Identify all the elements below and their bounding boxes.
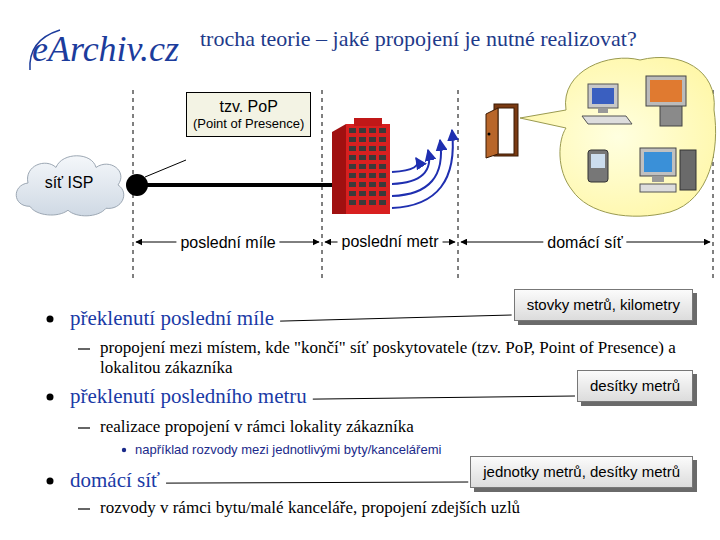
box-text: stovky metrů, kilometry [527, 296, 680, 314]
box-text: tzv. PoP [193, 97, 304, 116]
bullet-heading: domácí síť [70, 468, 160, 493]
distance-box: desítky metrů [577, 370, 693, 402]
logo: eArchiv.cz [32, 28, 179, 71]
building [332, 118, 390, 214]
dimension-label: poslední míle [176, 233, 279, 252]
sub-bullet-text: například rozvody mezi jednotlivými byty… [135, 442, 441, 458]
bullet-dash [78, 348, 90, 349]
leader-line [166, 482, 468, 483]
distribution-arrows [392, 130, 453, 208]
bullet-dash [78, 508, 90, 509]
bullet-dot [122, 448, 126, 452]
home-bubble [520, 57, 716, 216]
leader-line [313, 396, 575, 399]
dimension-label: domácí síť [543, 233, 626, 252]
bullet-dot [47, 316, 54, 323]
dimension-label: poslední metr [338, 232, 443, 251]
slide-title: trocha teorie – jaké propojení je nutné … [200, 26, 637, 52]
callout-box: tzv. PoP(Point of Presence) [186, 92, 311, 137]
box-subtext: (Point of Presence) [193, 116, 304, 132]
cloud-network: síť ISP [10, 148, 128, 218]
bullet-dot [47, 478, 54, 485]
bullet-dot [47, 394, 54, 401]
door [486, 104, 518, 158]
pop-dot [126, 174, 148, 196]
bullet-dash [78, 427, 90, 428]
access-line [137, 183, 338, 187]
leader-line [280, 315, 512, 321]
pop-leader [145, 160, 186, 177]
home-devices [582, 76, 696, 192]
box-text: síť ISP [45, 173, 94, 192]
bullet-heading: překlenutí posledního metru [70, 384, 307, 409]
box-text: jednotky metrů, desítky metrů [483, 463, 680, 481]
distance-box: stovky metrů, kilometry [514, 289, 693, 321]
bullet-heading: překlenutí poslední míle [70, 306, 274, 331]
distance-box: jednotky metrů, desítky metrů [470, 456, 693, 488]
bullet-text: realizace propojení v rámci lokality zák… [100, 417, 680, 437]
box-text: desítky metrů [590, 377, 680, 395]
bullet-text: rozvody v rámci bytu/malé kanceláře, pro… [100, 498, 680, 518]
